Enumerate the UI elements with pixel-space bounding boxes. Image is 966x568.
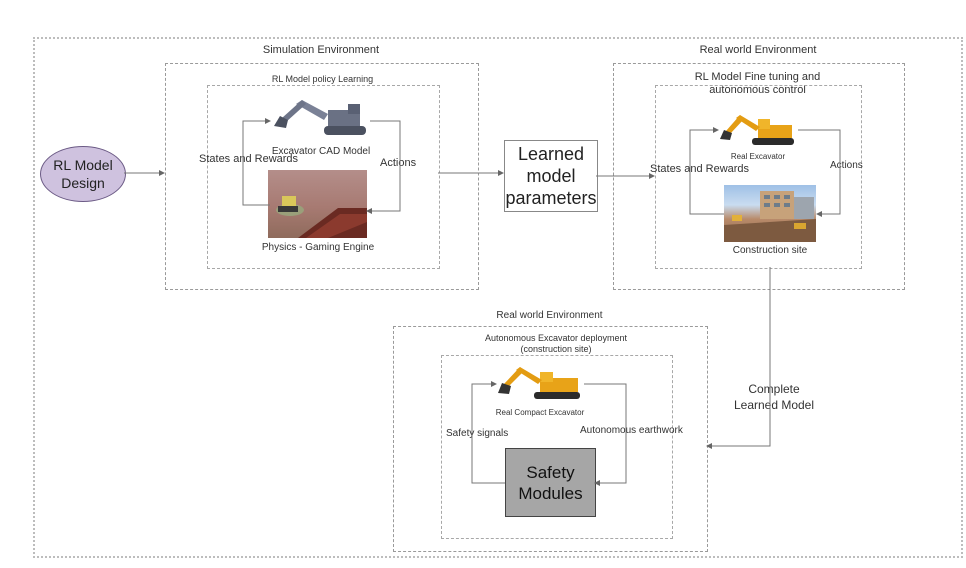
outer-frame <box>33 37 963 558</box>
real-excavator-label: Real Excavator <box>730 152 786 161</box>
sim-states-rewards-label: States and Rewards <box>199 153 299 165</box>
sim-loop-right <box>366 120 401 214</box>
construction-site-label: Construction site <box>732 245 808 256</box>
excavator-cad-image <box>272 96 370 140</box>
construction-site-image <box>724 185 816 242</box>
rw-loop-left <box>689 127 724 215</box>
simulation-env-box <box>165 63 479 290</box>
compact-excavator-label: Real Compact Excavator <box>495 408 585 417</box>
compact-excavator-image <box>496 365 584 401</box>
complete-learned-model-label: Complete Learned Model <box>733 382 815 412</box>
safety-signals-label: Safety signals <box>446 428 509 439</box>
realworld-top-env-title: Real world Environment <box>699 44 817 56</box>
rl-model-design-node: RL Model Design <box>40 146 126 202</box>
deployment-panel-title: Autonomous Excavator deployment (constru… <box>484 333 628 354</box>
deploy-loop-left <box>471 381 505 484</box>
simulation-env-title: Simulation Environment <box>262 44 380 56</box>
rw-states-rewards-label: States and Rewards <box>650 163 750 175</box>
deployment-env-title: Real world Environment <box>496 310 603 321</box>
simulation-panel <box>207 85 440 269</box>
autonomous-earthwork-label: Autonomous earthwork <box>580 425 683 436</box>
rw-actions-label: Actions <box>830 160 863 171</box>
safety-modules-box: Safety Modules <box>505 448 596 517</box>
physics-engine-image <box>268 170 367 238</box>
deploy-loop-right <box>584 383 627 486</box>
excavator-cad-label: Excavator CAD Model <box>271 146 371 157</box>
sim-actions-label: Actions <box>380 157 417 169</box>
arrow-rw-to-deployment <box>706 267 771 449</box>
sim-loop-left <box>242 118 271 206</box>
rw-loop-right <box>798 129 841 217</box>
deployment-env-box <box>393 326 708 552</box>
real-excavator-image <box>718 113 798 147</box>
deployment-panel <box>441 355 673 539</box>
realworld-top-panel <box>655 85 862 269</box>
physics-engine-label: Physics - Gaming Engine <box>261 242 375 253</box>
realworld-top-panel-title: RL Model Fine tuning and autonomous cont… <box>694 71 821 96</box>
simulation-panel-title: RL Model policy Learning <box>271 74 374 84</box>
